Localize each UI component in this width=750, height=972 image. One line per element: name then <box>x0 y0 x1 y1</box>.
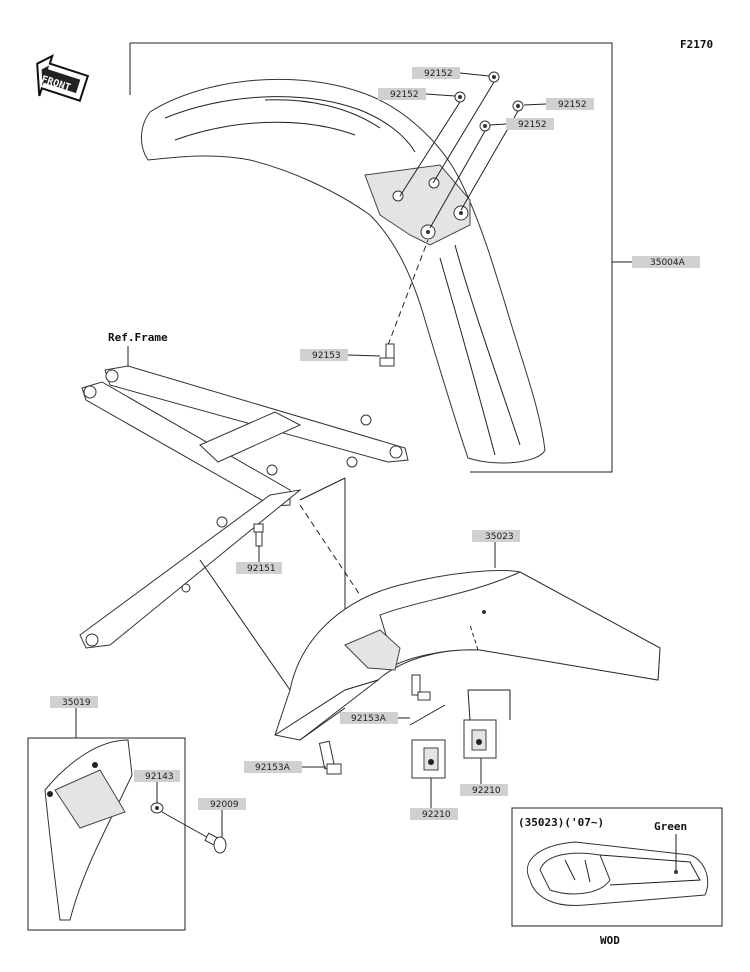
svg-text:92152: 92152 <box>518 120 547 130</box>
svg-text:92009: 92009 <box>210 800 239 810</box>
label-frame-bolt: 92151 <box>236 562 282 574</box>
inset-title: (35023)('07~) <box>518 816 604 829</box>
svg-text:92153A: 92153A <box>351 714 387 724</box>
frame-bolt-icon <box>253 523 264 547</box>
front-fender <box>141 78 546 464</box>
label-front-bolt: 92153 <box>300 349 348 361</box>
label-washer-4: 92152 <box>506 118 554 130</box>
svg-text:92153: 92153 <box>312 351 341 361</box>
ref-frame-label: Ref.Frame <box>108 331 168 344</box>
nut-2-icon <box>463 719 497 759</box>
nut-1-icon <box>411 739 446 779</box>
diagram-code: F2170 <box>680 38 713 51</box>
svg-text:35004A: 35004A <box>650 258 686 268</box>
flap <box>44 739 133 921</box>
inset-color-label: Green <box>654 820 687 833</box>
svg-text:35023: 35023 <box>485 532 514 542</box>
label-washer-3: 92152 <box>546 98 594 110</box>
label-nut-2: 92210 <box>460 784 508 796</box>
front-fender-box <box>129 42 632 473</box>
label-flap: 35019 <box>50 696 98 708</box>
rear-fender <box>274 570 661 741</box>
svg-text:92210: 92210 <box>422 810 451 820</box>
svg-text:92153A: 92153A <box>255 763 291 773</box>
svg-text:92152: 92152 <box>424 69 453 79</box>
svg-text:92151: 92151 <box>247 564 276 574</box>
color-inset <box>511 807 723 927</box>
front-arrow-icon <box>36 53 90 102</box>
nut-leaders <box>409 689 511 808</box>
label-washer-1: 92152 <box>412 67 460 79</box>
svg-text:92152: 92152 <box>558 100 587 110</box>
washer-icons <box>454 71 524 132</box>
svg-text:92210: 92210 <box>472 786 501 796</box>
inset-caption: WOD <box>600 934 620 947</box>
rear-bolt-2-icon <box>318 740 342 775</box>
rear-bolt-1-icon <box>411 674 431 701</box>
front-bolt-icon <box>379 343 395 367</box>
svg-text:92152: 92152 <box>390 90 419 100</box>
washer-leaders <box>387 81 519 346</box>
flap-bolt-icon <box>204 832 227 854</box>
label-washer-2: 92152 <box>378 88 426 100</box>
label-rear-bolt-2: 92153A <box>244 761 302 773</box>
label-rear-fender: 35023 <box>472 530 520 542</box>
label-nut-1: 92210 <box>410 808 458 820</box>
label-flap-collar: 92143 <box>134 770 180 782</box>
label-flap-bolt: 92009 <box>198 798 246 810</box>
label-rear-bolt-1: 92153A <box>340 712 398 724</box>
svg-text:35019: 35019 <box>62 698 91 708</box>
frame <box>79 365 409 649</box>
svg-text:92143: 92143 <box>145 772 174 782</box>
flap-box <box>27 708 186 931</box>
flap-collar-icon <box>150 802 164 814</box>
label-front-fender: 35004A <box>632 256 700 268</box>
